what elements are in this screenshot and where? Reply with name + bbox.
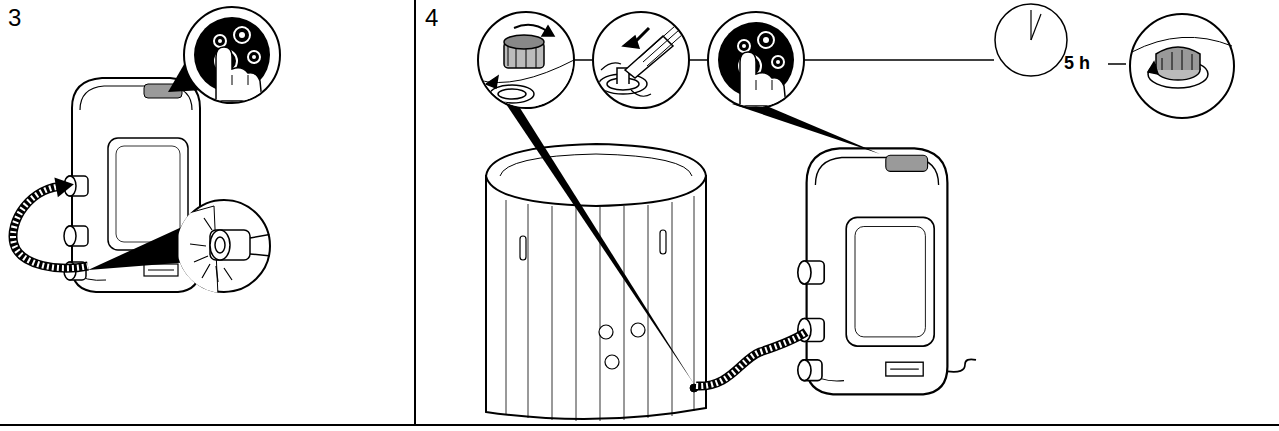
zoom-cap (478, 12, 574, 108)
zoom-cap (498, 89, 526, 99)
zoom-cap (514, 25, 548, 32)
zoom-connector (178, 206, 272, 296)
step-number: 4 (425, 6, 438, 30)
zoom-connector (210, 230, 250, 260)
zoom-connector (178, 200, 272, 296)
zoom-connector (190, 218, 232, 282)
spa-tub (605, 355, 619, 369)
hose-coil (696, 332, 806, 386)
spa-tub (500, 154, 692, 176)
spa-tub (486, 176, 706, 419)
zoom-button (708, 12, 804, 108)
callout-wedge (88, 226, 190, 270)
zoom-connector (250, 254, 272, 256)
hose-loop (13, 174, 88, 268)
zoom-button (194, 17, 270, 101)
zoom-connector (210, 230, 230, 260)
zoom-button (718, 22, 794, 106)
clock-icon (995, 4, 1067, 76)
connector-line (689, 59, 707, 61)
zoom-valve (1130, 14, 1234, 118)
zoom-hose-insert (635, 28, 649, 42)
hose-loop (13, 186, 88, 268)
zoom-hose-insert (601, 63, 651, 96)
zoom-valve (1148, 62, 1158, 74)
spa-tub (486, 144, 706, 421)
zoom-cap (508, 46, 536, 68)
clock-icon (1030, 10, 1031, 40)
zoom-button (184, 7, 280, 103)
panel-frame (414, 0, 416, 425)
hose-coil (696, 332, 806, 386)
zoom-cap (478, 25, 574, 108)
spa-tub (520, 230, 666, 369)
spa-tub (520, 236, 526, 260)
zoom-button (718, 22, 794, 106)
zoom-button (708, 12, 804, 108)
zoom-valve (1156, 47, 1200, 70)
spa-tub (506, 196, 694, 421)
clock-icon (995, 4, 1067, 76)
spa-tub (599, 325, 613, 339)
step-number: 3 (8, 6, 21, 30)
zoom-valve (1162, 50, 1192, 70)
spa-tub (631, 323, 645, 337)
clock-icon (1031, 14, 1041, 40)
spa-tub (486, 144, 706, 206)
connector-line (804, 59, 994, 61)
hose-loop (13, 186, 88, 268)
zoom-hose-insert (593, 12, 689, 108)
panel-frame (0, 424, 1279, 426)
pump-unit (798, 148, 976, 394)
zoom-button (194, 17, 270, 101)
hose-loop (54, 174, 75, 197)
callout-wedge (506, 104, 694, 384)
duration-label: 5 h (1064, 54, 1090, 72)
pump-unit (798, 148, 976, 394)
zoom-hose-insert (599, 26, 683, 96)
zoom-connector (215, 237, 225, 253)
zoom-cap (478, 12, 574, 108)
connector-line (574, 59, 592, 61)
callout-wedge (506, 98, 880, 384)
zoom-cap (542, 26, 554, 36)
zoom-cap (486, 76, 498, 88)
spa-tub (660, 230, 666, 254)
zoom-connector (250, 234, 272, 238)
connector-line (1108, 63, 1126, 65)
zoom-valve (1132, 37, 1232, 88)
zoom-hose-insert (593, 12, 689, 108)
zoom-button (184, 7, 280, 103)
zoom-valve (1130, 14, 1234, 118)
spa-tub (506, 196, 694, 421)
zoom-cap (504, 35, 544, 49)
hose-coil (696, 332, 806, 386)
